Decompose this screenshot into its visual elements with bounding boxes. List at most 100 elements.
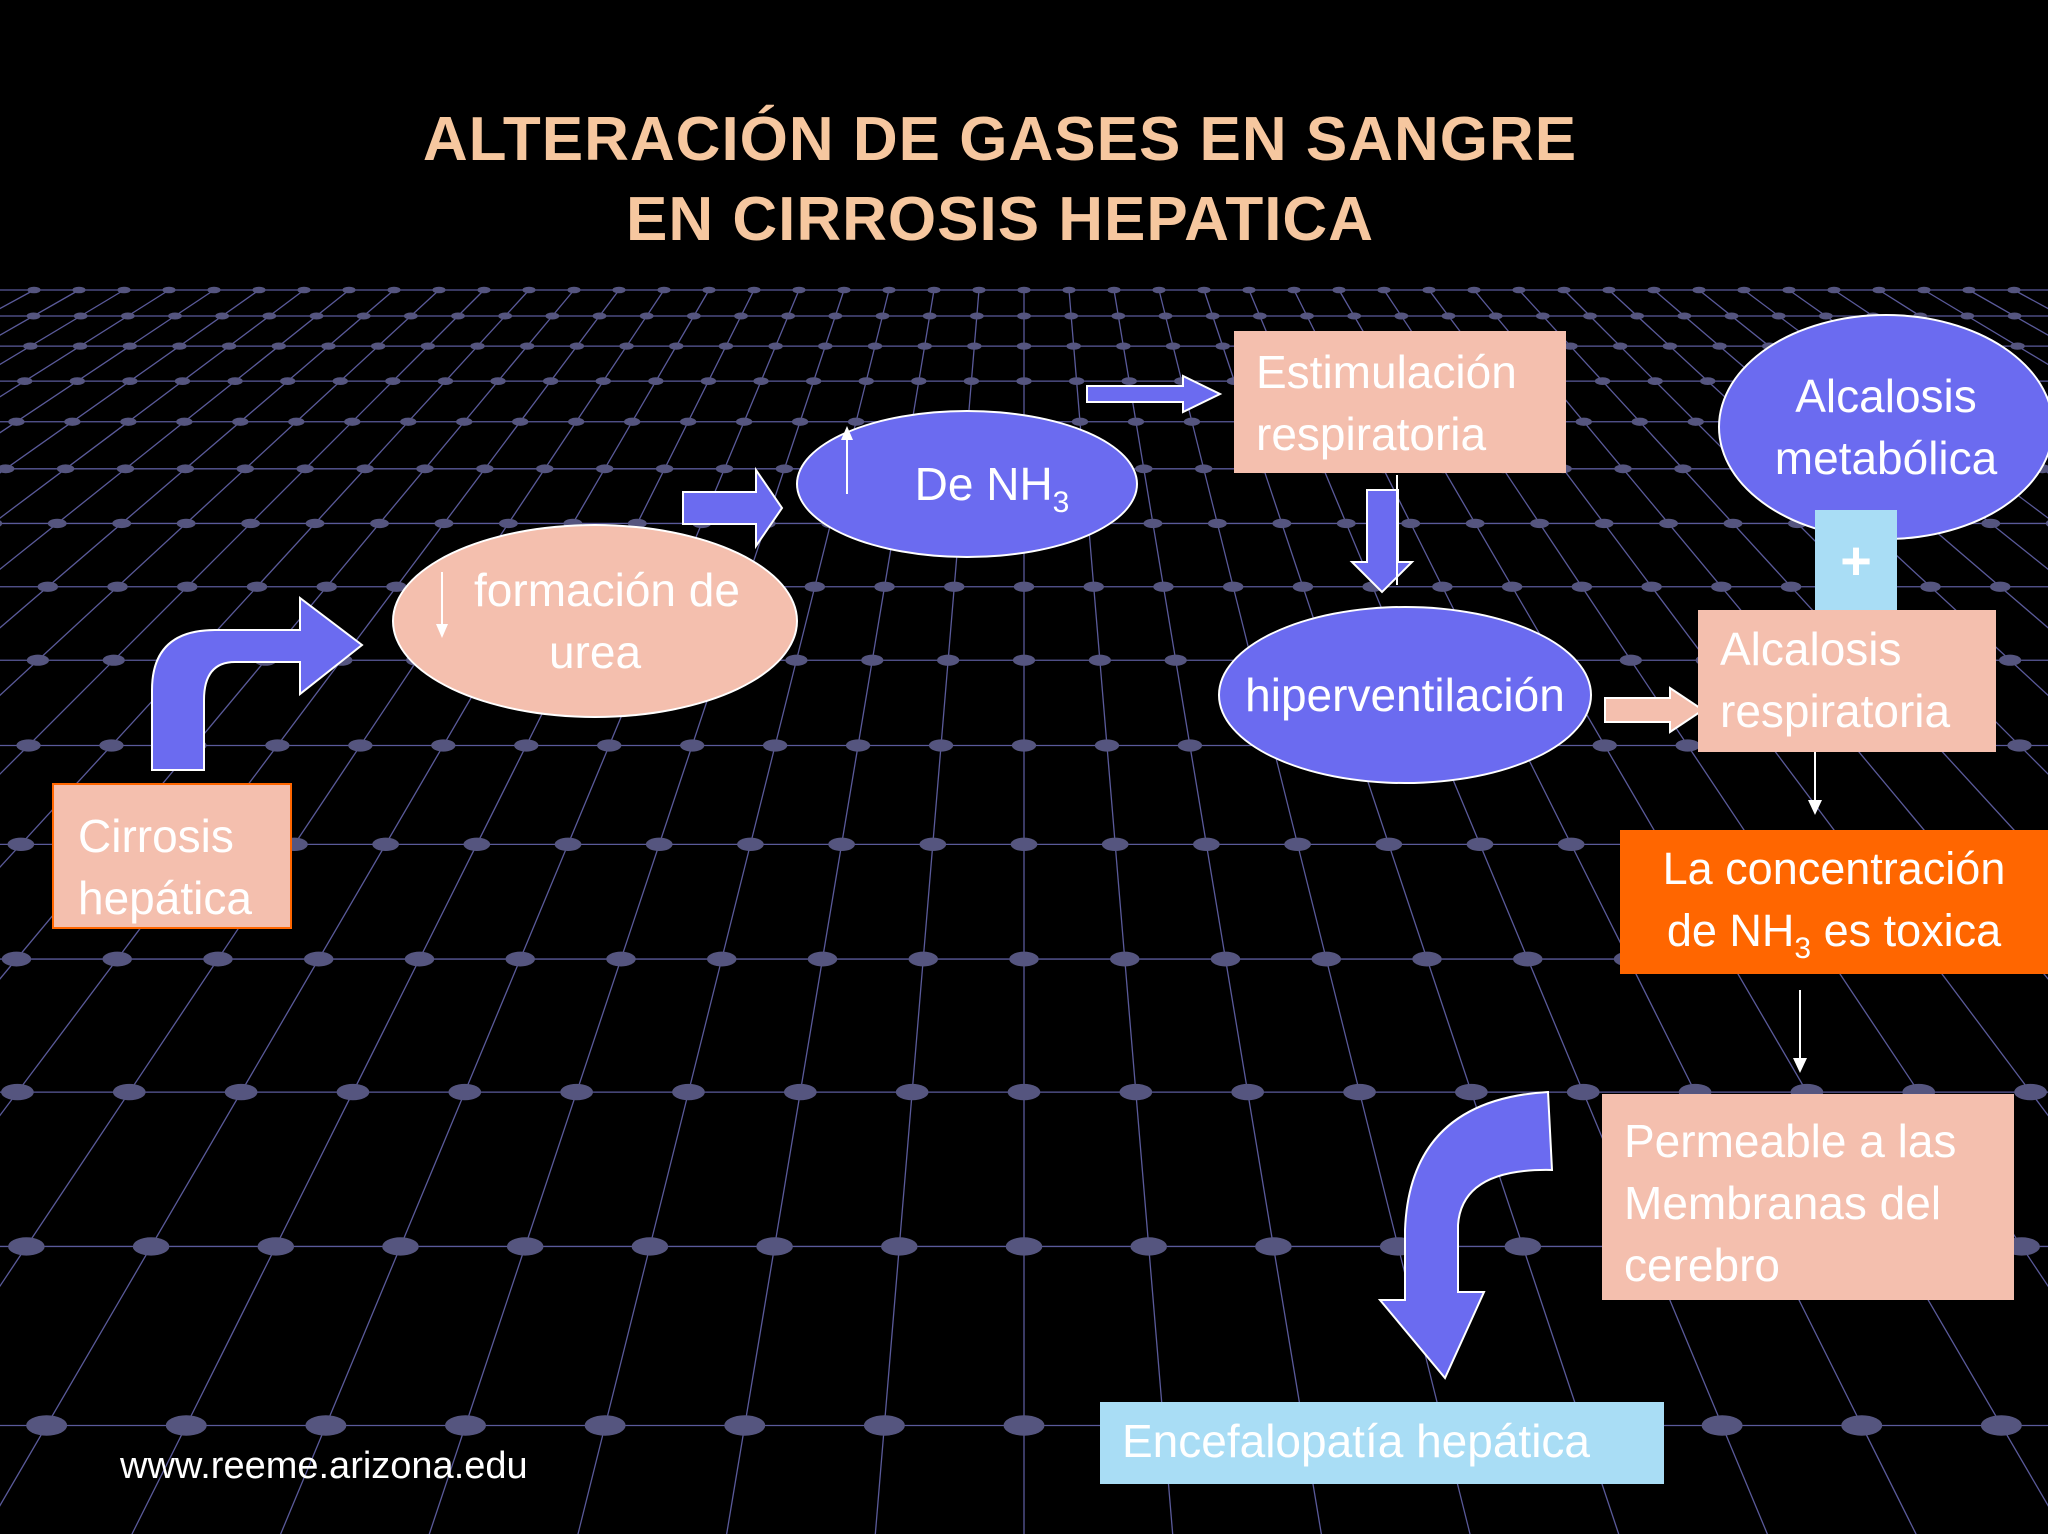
grid-node: [895, 1083, 929, 1101]
grid-node: [917, 342, 932, 350]
grid-node: [120, 417, 137, 426]
grid-node: [1165, 342, 1181, 350]
formacion-de-urea-oval: formación de urea: [392, 524, 798, 718]
grid-node: [215, 312, 230, 320]
grid-node: [1563, 342, 1578, 350]
grid-node: [1284, 837, 1311, 852]
grid-node: [448, 1083, 482, 1101]
grid-node: [1, 1083, 34, 1101]
grid-node: [56, 464, 75, 474]
grid-node: [606, 951, 636, 967]
grid-node: [262, 312, 277, 320]
grid-node: [505, 951, 536, 967]
grid-node: [232, 417, 249, 426]
grid-node: [370, 342, 386, 350]
grid-node: [1630, 312, 1645, 320]
grid-node: [434, 518, 454, 529]
grid-node: [246, 581, 268, 592]
grid-line: [1518, 289, 2048, 869]
grid-node: [519, 342, 535, 350]
grid-line: [0, 289, 620, 1117]
grid-node: [1292, 581, 1314, 592]
grid-node: [686, 312, 701, 320]
grid-node: [791, 417, 809, 426]
grid-node: [490, 377, 506, 386]
plus-icon: +: [1840, 531, 1872, 591]
cirrosis-hepatica-box: Cirrosis hepática: [52, 783, 292, 929]
grid-node: [404, 951, 435, 967]
grid-node: [522, 286, 536, 294]
grid-node: [863, 1415, 905, 1436]
grid-node: [1980, 1415, 2022, 1436]
estimulacion-line-2: respiratoria: [1256, 408, 1487, 460]
grid-node: [1594, 377, 1611, 386]
grid-node: [8, 417, 25, 426]
grid-node: [1197, 286, 1211, 294]
grid-node: [116, 464, 135, 474]
grid-node: [595, 377, 611, 386]
grid-node: [1737, 286, 1751, 294]
grid-node: [102, 654, 125, 666]
grid-node: [514, 739, 539, 752]
grid-node: [1107, 286, 1121, 294]
grid-node: [176, 464, 195, 474]
grid-node: [1016, 377, 1032, 386]
grid-node: [1242, 286, 1256, 294]
grid-node: [1594, 518, 1614, 529]
grid-node: [321, 342, 336, 350]
grid-node: [1272, 518, 1292, 529]
grid-node: [72, 342, 88, 350]
urea-line-1: formación de: [474, 564, 740, 616]
grid-line: [0, 289, 530, 869]
grid-node: [1557, 837, 1585, 852]
grid-node: [1662, 342, 1678, 350]
grid-node: [1, 951, 32, 967]
grid-node: [174, 377, 191, 386]
grid-line: [1113, 289, 1322, 1534]
grid-node: [297, 286, 311, 294]
grid-node: [804, 581, 826, 592]
grid-node: [1467, 286, 1481, 294]
grid-line: [0, 289, 305, 519]
grid-node: [679, 417, 697, 426]
grid-node: [1336, 518, 1356, 529]
grid-node: [1231, 1083, 1265, 1101]
grid-node: [1088, 654, 1111, 666]
grid-node: [639, 312, 654, 320]
grid-node: [1347, 312, 1362, 320]
grid-node: [817, 342, 833, 350]
grid-node: [1017, 286, 1031, 294]
grid-node: [99, 739, 124, 752]
grid-node: [1614, 464, 1632, 474]
grid-node: [1647, 377, 1663, 386]
grid-node: [1017, 312, 1031, 320]
grid-node: [1571, 581, 1593, 592]
grid-node: [8, 1237, 45, 1256]
grid-line: [0, 289, 350, 571]
grid-node: [117, 286, 131, 294]
grid-node: [1488, 312, 1503, 320]
grid-node: [1119, 1083, 1153, 1101]
grid-node: [1300, 312, 1314, 320]
grid-node: [296, 464, 314, 474]
grid-node: [847, 417, 865, 426]
grid-node: [1153, 581, 1174, 592]
grid-node: [785, 654, 808, 666]
title-line-1: ALTERACIÓN DE GASES EN SANGRE: [422, 105, 1578, 174]
thin-arrow-down-icon: [1793, 1058, 1807, 1073]
grid-node: [1210, 951, 1241, 967]
grid-line: [1203, 289, 1620, 1534]
grid-node: [655, 464, 674, 474]
grid-node: [1583, 312, 1597, 320]
grid-node: [445, 1415, 486, 1436]
grid-node: [1311, 951, 1342, 967]
grid-node: [476, 464, 494, 474]
grid-node: [1332, 286, 1346, 294]
grid-node: [1465, 518, 1485, 529]
grid-node: [1981, 518, 2001, 529]
grid-node: [432, 286, 446, 294]
grid-node: [680, 739, 705, 752]
grid-node: [1920, 581, 1941, 592]
grid-node: [107, 581, 128, 592]
grid-node: [1675, 739, 1700, 752]
